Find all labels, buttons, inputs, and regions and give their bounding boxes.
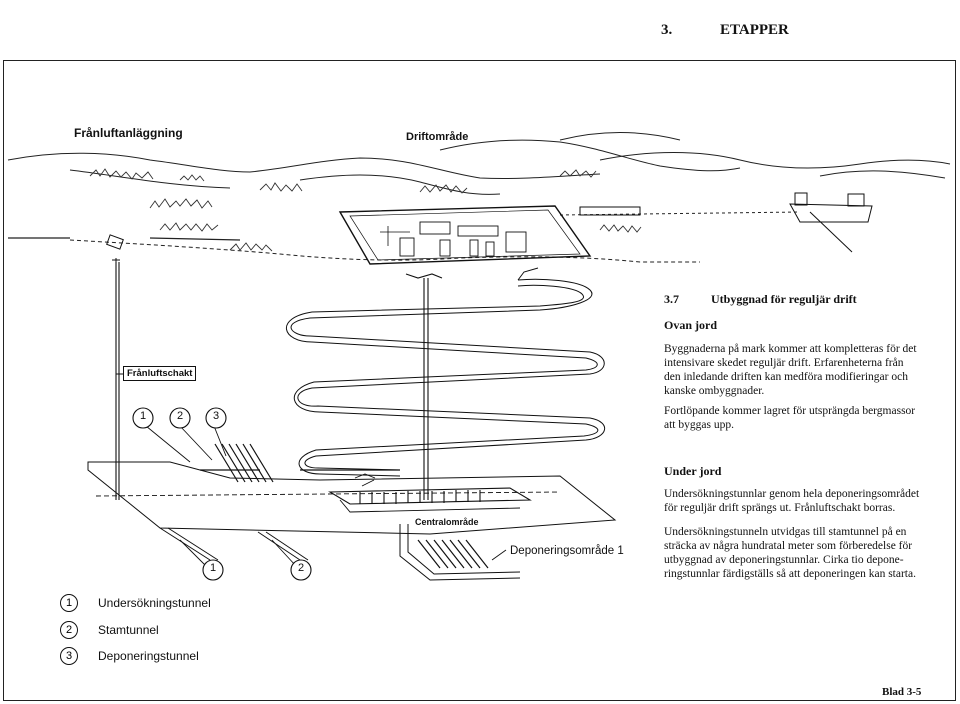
section-title: Utbyggnad för reguljär drift (711, 292, 857, 306)
deposition-tunnels-central (359, 490, 481, 504)
heading-ovan-jord: Ovan jord (664, 318, 718, 332)
label-centralomrade: Centralområde (415, 517, 479, 527)
legend-label-1: Undersökningstunnel (98, 596, 211, 610)
label-franluftschakt: Frånluftschakt (123, 366, 197, 381)
legend-number-3: 3 (60, 647, 78, 665)
legend-item-1: 1 Undersökningstunnel (60, 592, 211, 614)
label-driftomrade: Driftområde (406, 131, 469, 143)
lower-marker-2-label: 2 (297, 562, 305, 574)
lower-marker-1-label: 1 (209, 562, 217, 574)
deposition-tunnels-3 (214, 443, 274, 483)
label-franluftanlaggning: Frånluftanläggning (74, 126, 183, 140)
chapter-title: ETAPPER (720, 22, 789, 38)
label-deponeringsomrade: Deponeringsområde 1 (510, 545, 624, 557)
deposition-tunnels-lower (417, 539, 489, 569)
landscape-hills (7, 132, 951, 241)
marker-circles (132, 407, 312, 581)
paragraph-under-2: Undersökningstunneln utvidgas till stamt… (664, 526, 916, 580)
vegetation (89, 168, 642, 252)
paragraph-ovan-1: Byggnaderna på mark kommer att komplette… (664, 343, 917, 397)
page-number: Blad 3-5 (882, 686, 922, 698)
section-number: 3.7 (664, 292, 679, 306)
legend-label-2: Stamtunnel (98, 623, 159, 637)
chapter-number: 3. (661, 22, 673, 38)
franluft-symbol (106, 234, 124, 264)
underground-level (87, 461, 617, 535)
harbour-ship (579, 192, 873, 253)
paragraph-under-1: Undersökningstunnlar genom hela deponeri… (664, 488, 920, 514)
legend-item-2: 2 Stamtunnel (60, 619, 159, 641)
legend-number-2: 2 (60, 621, 78, 639)
surface-road (69, 211, 801, 263)
tunnel-branch-lower (159, 524, 521, 581)
operations-site (338, 205, 592, 265)
spiral-ramp (286, 267, 605, 477)
legend-item-3: 3 Deponeringstunnel (60, 645, 199, 667)
legend-label-3: Deponeringstunnel (98, 649, 199, 663)
shafts (115, 262, 443, 500)
page-frame (3, 60, 956, 701)
marker-2-label: 2 (176, 410, 184, 422)
legend-number-1: 1 (60, 594, 78, 612)
marker-1-label: 1 (139, 410, 147, 422)
heading-under-jord: Under jord (664, 464, 722, 478)
marker-3-label: 3 (212, 410, 220, 422)
paragraph-ovan-2: Fortlöpande kommer lagret för utsprängda… (664, 405, 916, 431)
